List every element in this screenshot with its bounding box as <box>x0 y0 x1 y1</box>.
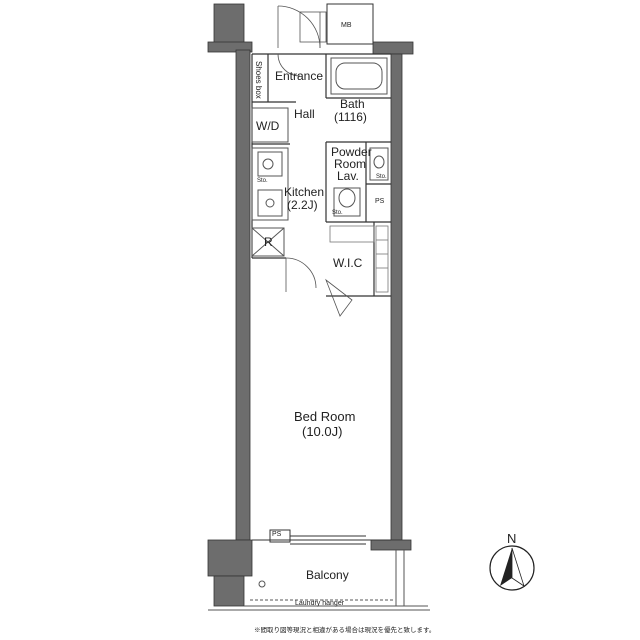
mb-label: MB <box>341 22 352 29</box>
wd-label: W/D <box>256 119 280 133</box>
balcony-label: Balcony <box>306 568 349 582</box>
right-wall <box>370 41 414 551</box>
bedroom-label: Bed Room <box>294 409 356 424</box>
entrance-door <box>277 5 327 49</box>
bedroom-size: (10.0J) <box>302 424 343 439</box>
refrigerator-label: R <box>264 235 273 249</box>
sto-kitchen-label: Sto. <box>257 178 268 184</box>
kitchen-size: (2.2J) <box>287 198 318 212</box>
north-label: N <box>507 531 517 546</box>
refrigerator <box>251 227 285 257</box>
wic-label: W.I.C <box>333 256 363 270</box>
ps-label: PS <box>375 198 385 205</box>
hall-label: Hall <box>294 107 315 121</box>
footnote: ※間取り図等現況と相違がある場合は現況を優先と致します。 <box>254 627 436 634</box>
sto-powder-label: Sto. <box>332 210 343 216</box>
interior-doors <box>277 53 353 317</box>
left-wall <box>207 3 253 607</box>
washer-dryer-space <box>251 107 289 143</box>
powder-label-1: Powder <box>331 145 372 159</box>
toilet-fixture <box>333 147 389 217</box>
kitchen-label: Kitchen <box>284 185 325 199</box>
shoes-box-label: Shoes box <box>254 61 264 99</box>
bath-label: Bath <box>340 97 365 111</box>
laundry-hanger-label: Laundry hanger <box>295 600 345 607</box>
balcony-window <box>252 529 391 545</box>
north-arrow-icon <box>489 545 535 591</box>
balcony-outline <box>208 550 430 611</box>
entrance-label: Entrance <box>275 69 324 83</box>
powder-label-2: Room <box>334 157 367 171</box>
kitchen-counter <box>251 147 289 221</box>
sto-lav-label: Sto. <box>376 174 387 180</box>
lav-label: Lav. <box>337 169 359 183</box>
bathtub <box>330 57 388 95</box>
mb-box <box>326 3 374 45</box>
wic-shelving <box>329 225 389 293</box>
bath-size: (1116) <box>334 110 367 124</box>
ps-balcony-label: PS <box>272 531 282 538</box>
